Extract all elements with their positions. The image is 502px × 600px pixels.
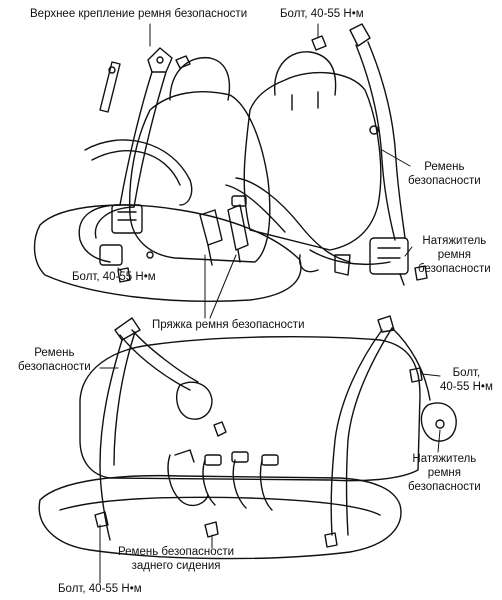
label-line: безопасности [18, 361, 91, 373]
rear-center-buckles [167, 449, 279, 538]
label-line: Натяжитель [422, 235, 487, 247]
belt-guide-bar [99, 61, 121, 113]
label-line: Ремень [424, 161, 465, 173]
front-right-belt [225, 23, 428, 286]
label-line: Ремень [34, 347, 75, 359]
label-retractor-front-right: Натяжитель ремня безопасности [418, 234, 491, 276]
label-line: Ремень безопасности [118, 546, 235, 558]
label-line: заднего сидения [131, 560, 221, 572]
label-bolt-bottom: Болт, 40-55 Н•м [58, 583, 142, 595]
front-seats [33, 51, 391, 302]
front-left-belt [78, 47, 193, 283]
rear-right-belt [324, 315, 457, 548]
label-bolt-front-left: Болт, 40-55 Н•м [72, 271, 156, 283]
leader-lines [99, 23, 441, 584]
label-buckle: Пряжка ремня безопасности [152, 319, 305, 331]
label-line: ремня [437, 249, 471, 261]
label-line: безопасности [418, 263, 491, 275]
label-rear-seat-belt: Ремень безопасности заднего сидения [118, 545, 234, 573]
label-line: ремня [427, 467, 461, 479]
label-line: 40-55 Н•м [440, 381, 493, 393]
label-belt-front-right: Ремень безопасности [408, 160, 481, 188]
label-line: безопасности [408, 481, 481, 493]
rear-seat [38, 336, 421, 560]
label-bolt-rear-right: Болт, 40-55 Н•м [440, 366, 493, 394]
label-line: Болт, [452, 367, 481, 379]
bolt-top-part [175, 35, 327, 69]
label-top-anchor: Верхнее крепление ремня безопасности [30, 8, 248, 20]
label-belt-rear-left: Ремень безопасности [18, 346, 91, 374]
label-retractor-rear-right: Натяжитель ремня безопасности [408, 452, 481, 494]
label-line: безопасности [408, 175, 481, 187]
label-bolt-top: Болт, 40-55 Н•м [280, 8, 364, 20]
front-buckles [199, 195, 249, 266]
label-line: Натяжитель [412, 453, 477, 465]
rear-left-belt [94, 317, 227, 541]
